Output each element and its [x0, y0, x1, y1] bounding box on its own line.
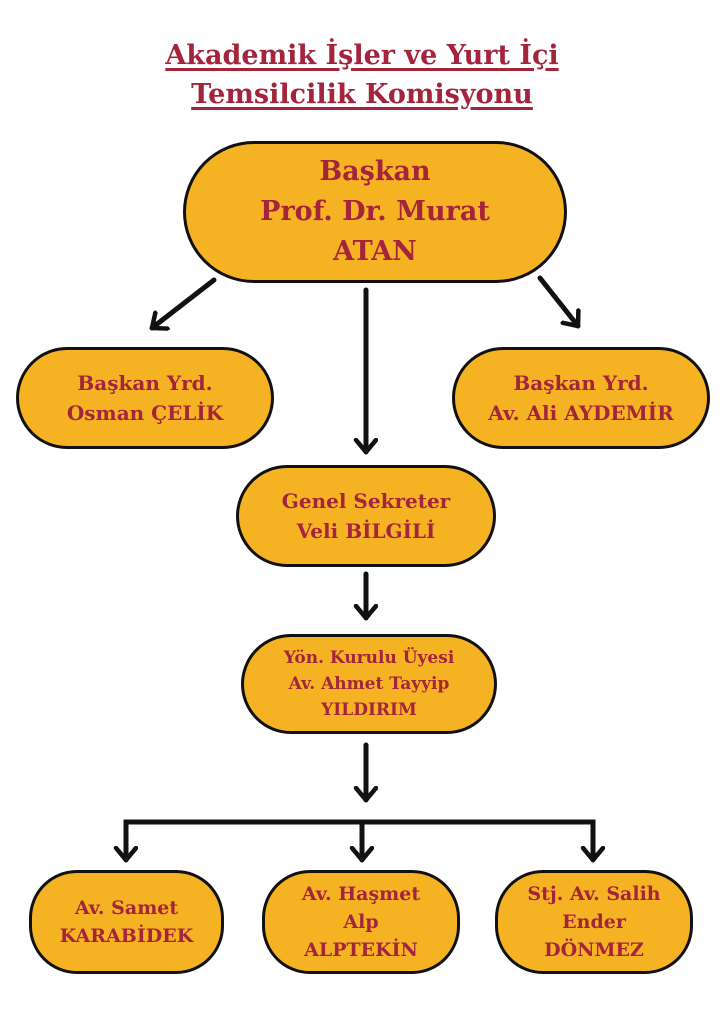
member-center-node: Av. Haşmet Alp ALPTEKİN	[262, 870, 460, 974]
arrow-president-to-vice-right	[537, 275, 578, 329]
member-center-line-1: Av. Haşmet	[301, 883, 421, 905]
vice-left-role: Başkan Yrd.	[77, 371, 213, 395]
vice-right-role: Başkan Yrd.	[513, 371, 649, 395]
president-role: Başkan	[319, 156, 431, 187]
secretary-role: Genel Sekreter	[281, 489, 451, 513]
board-name-line-1: Av. Ahmet Tayyip	[288, 674, 450, 694]
board-member-node: Yön. Kurulu Üyesi Av. Ahmet Tayyip YILDI…	[241, 634, 497, 734]
member-right-node: Stj. Av. Salih Ender DÖNMEZ	[495, 870, 693, 974]
member-right-line-2: Ender	[562, 911, 626, 933]
general-secretary-node: Genel Sekreter Veli BİLGİLİ	[236, 465, 496, 567]
title-line-1: Akademik İşler ve Yurt İçi	[165, 40, 559, 71]
board-role: Yön. Kurulu Üyesi	[283, 648, 455, 668]
vice-president-right-node: Başkan Yrd. Av. Ali AYDEMİR	[452, 347, 710, 449]
vice-left-name: Osman ÇELİK	[66, 401, 224, 425]
secretary-name: Veli BİLGİLİ	[296, 519, 436, 543]
member-center-line-2: Alp	[343, 911, 379, 933]
member-right-line-1: Stj. Av. Salih	[527, 883, 661, 905]
title-line-2: Temsilcilik Komisyonu	[191, 79, 533, 110]
arrow-president-to-vice-left	[149, 277, 217, 328]
vice-president-left-node: Başkan Yrd. Osman ÇELİK	[16, 347, 274, 449]
president-name-line-1: Prof. Dr. Murat	[260, 196, 490, 227]
member-right-line-3: DÖNMEZ	[544, 939, 644, 961]
board-name-line-2: YILDIRIM	[321, 700, 417, 720]
member-left-line-1: Av. Samet	[74, 897, 179, 919]
member-left-line-2: KARABİDEK	[59, 925, 194, 947]
member-center-line-3: ALPTEKİN	[304, 939, 418, 961]
president-node: Başkan Prof. Dr. Murat ATAN	[183, 141, 567, 283]
vice-right-name: Av. Ali AYDEMİR	[488, 401, 674, 425]
member-left-node: Av. Samet KARABİDEK	[29, 870, 224, 974]
president-name-line-2: ATAN	[333, 236, 417, 267]
diagram-title: Akademik İşler ve Yurt İçi Temsilcilik K…	[0, 36, 724, 114]
